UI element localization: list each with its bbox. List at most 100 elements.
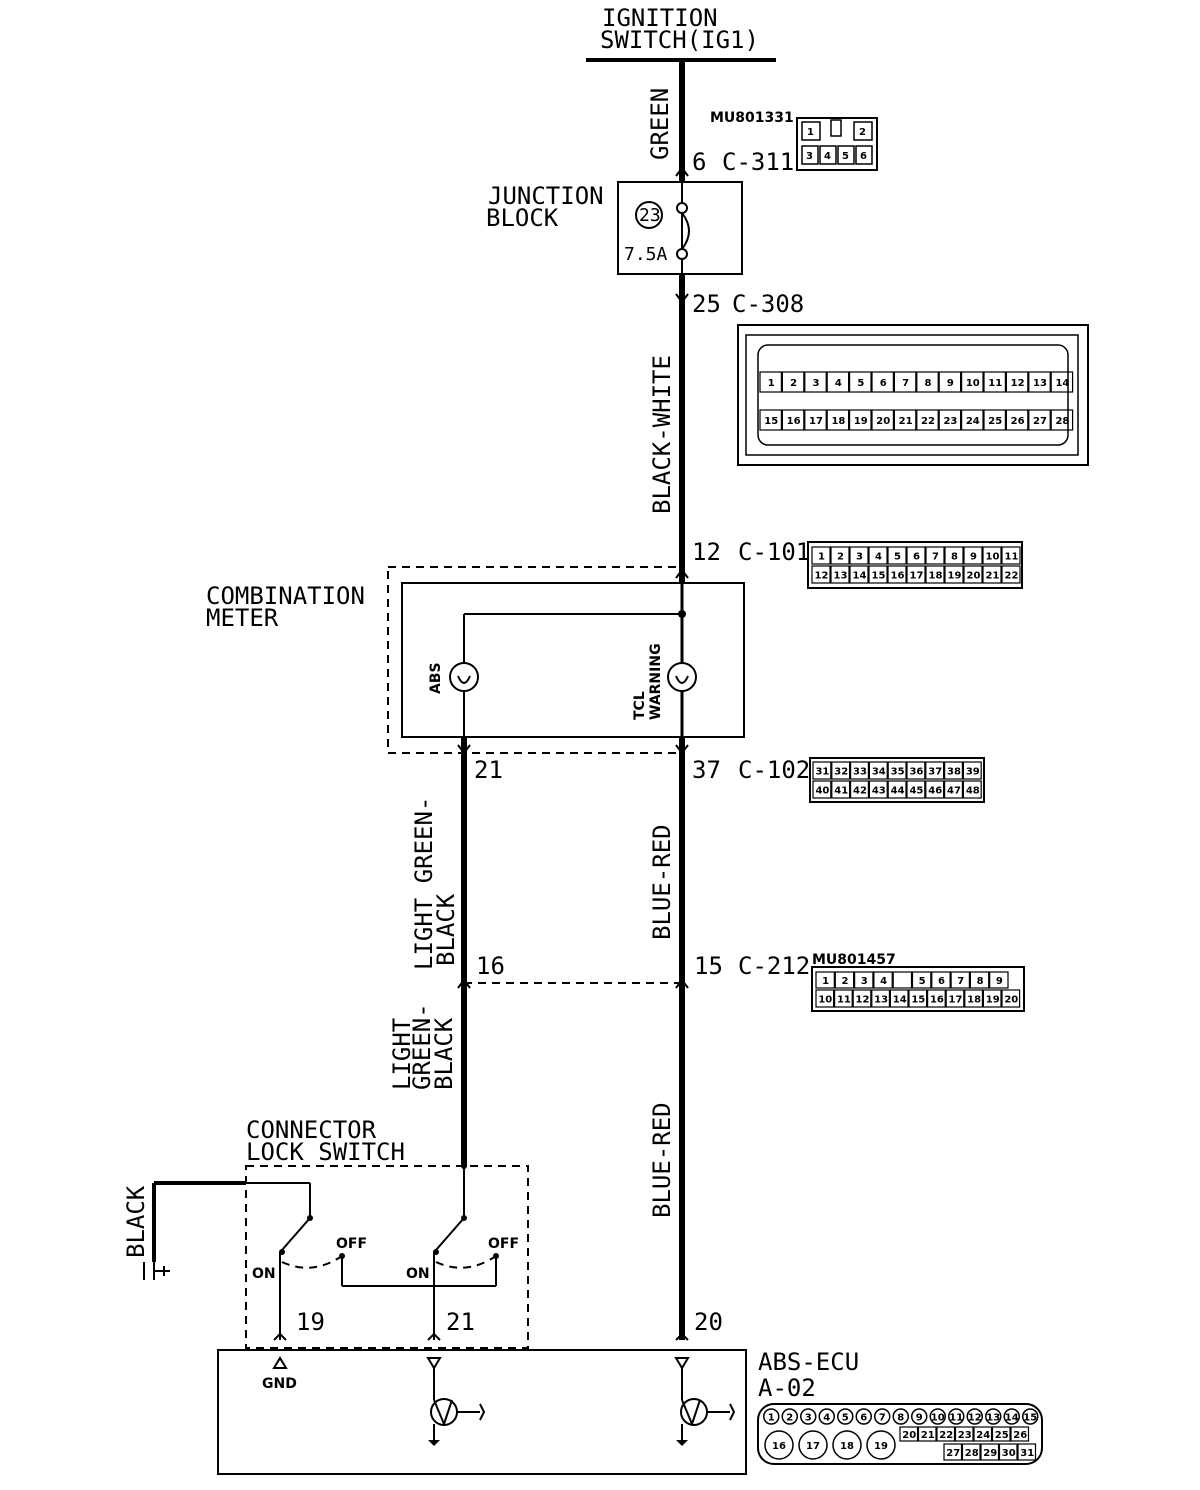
c212-pin-20: 20 xyxy=(1004,995,1018,1006)
fuse-terminal-bottom xyxy=(676,248,688,260)
c102-pin-40: 40 xyxy=(815,786,829,797)
c102-pin-32: 32 xyxy=(834,767,848,778)
a02-pin-14: 14 xyxy=(1005,1413,1019,1424)
c212-pin-9: 9 xyxy=(996,976,1003,987)
c101-pin-9: 9 xyxy=(970,552,977,563)
c308-pin-25: 25 xyxy=(988,416,1002,427)
c308-pin-24: 24 xyxy=(966,416,980,427)
c212-pin-4: 4 xyxy=(880,976,887,987)
wire-label-blue-red-upper: BLUE-RED xyxy=(648,824,676,940)
fuse-number: 23 xyxy=(639,205,661,226)
a02-pin-20: 20 xyxy=(902,1430,916,1441)
c102-pin-42: 42 xyxy=(853,786,867,797)
c101-pin: 12 xyxy=(692,538,721,566)
junction-block-label-line1: JUNCTION xyxy=(488,182,604,210)
a02-pin-17: 17 xyxy=(806,1441,820,1452)
a02-pin-11: 11 xyxy=(949,1413,963,1424)
a02-pin-6: 6 xyxy=(860,1413,867,1424)
lock-switch-label-line1: CONNECTOR xyxy=(246,1116,377,1144)
fuse-number-circle xyxy=(635,201,663,229)
c212-pin-14: 14 xyxy=(893,995,907,1006)
c308-pin-23: 23 xyxy=(943,416,957,427)
connector-arrow-c101 xyxy=(675,568,689,579)
c101-pin-18: 18 xyxy=(929,571,943,582)
switch2-off-label: OFF xyxy=(488,1236,519,1252)
c308-pin-8: 8 xyxy=(925,378,932,389)
c212-pin-6: 6 xyxy=(938,976,945,987)
c212-pin-5: 5 xyxy=(919,976,926,987)
c308-pin-20: 20 xyxy=(876,416,890,427)
c212-part-number: MU801457 xyxy=(812,952,896,968)
c101-pin-20: 20 xyxy=(967,571,981,582)
c308-pin-3: 3 xyxy=(813,378,820,389)
c101-pin-1: 1 xyxy=(818,552,825,563)
c101-pin-15: 15 xyxy=(872,571,886,582)
c102-left-pin: 21 xyxy=(474,756,503,784)
c102-pin-43: 43 xyxy=(872,786,886,797)
switch2-on-label: ON xyxy=(406,1266,430,1282)
c311-part-number: MU801331 xyxy=(710,110,794,126)
meter-junction-dot xyxy=(678,610,686,618)
c308-pin-21: 21 xyxy=(899,416,913,427)
c101-pin-10: 10 xyxy=(986,552,1000,563)
lock-switch-label-line2: LOCK SWITCH xyxy=(246,1138,405,1166)
wire-label-blue-red-lower: BLUE-RED xyxy=(648,1102,676,1218)
c308-pin-16: 16 xyxy=(787,416,801,427)
a02-pin-5: 5 xyxy=(842,1413,849,1424)
c101-pin-11: 11 xyxy=(1005,552,1019,563)
abs-ecu-label-line1: ABS-ECU xyxy=(758,1348,859,1376)
c102-pin-35: 35 xyxy=(891,767,905,778)
c308-pin-7: 7 xyxy=(902,378,909,389)
abs-ecu-input-circuit-1 xyxy=(426,1357,486,1446)
c308-pin-14: 14 xyxy=(1055,378,1069,389)
c212-pin-1: 1 xyxy=(822,976,829,987)
c308-pin-22: 22 xyxy=(921,416,935,427)
c212-pin-11: 11 xyxy=(837,995,851,1006)
c308-pin-15: 15 xyxy=(764,416,778,427)
c102-pin-36: 36 xyxy=(909,767,923,778)
lock-switch-2-icon xyxy=(433,1166,499,1340)
c212-pin-13: 13 xyxy=(874,995,888,1006)
a02-pin-31: 31 xyxy=(1020,1448,1034,1459)
combination-meter-outline xyxy=(387,566,685,754)
c308-id: C-308 xyxy=(732,290,804,318)
c308-pin-6: 6 xyxy=(880,378,887,389)
a02-pin-23: 23 xyxy=(958,1430,972,1441)
c212-pin-7: 7 xyxy=(957,976,964,987)
c102-pin-33: 33 xyxy=(853,767,867,778)
c212-pin-10: 10 xyxy=(818,995,832,1006)
c102-pin-39: 39 xyxy=(966,767,980,778)
c101-pin-8: 8 xyxy=(951,552,958,563)
a02-pin-27: 27 xyxy=(946,1448,960,1459)
tcl-lamp-label-line2: WARNING xyxy=(648,643,664,720)
c308-pin-4: 4 xyxy=(835,378,842,389)
a02-pin-21: 21 xyxy=(921,1430,935,1441)
abs-ecu-label-line2: A-02 xyxy=(758,1374,816,1402)
c308-pin-19: 19 xyxy=(854,416,868,427)
lock-switch-outline xyxy=(245,1165,529,1349)
c102-id: C-102 xyxy=(738,756,810,784)
fuse-icon xyxy=(681,212,690,250)
c102-pin-48: 48 xyxy=(966,786,980,797)
a02-pin-22: 22 xyxy=(939,1430,953,1441)
a02-pin-1: 1 xyxy=(768,1413,775,1424)
c102-pin-38: 38 xyxy=(947,767,961,778)
c212-pin-3: 3 xyxy=(861,976,868,987)
c311-pin-1: 1 xyxy=(807,127,814,138)
a02-pin-8: 8 xyxy=(897,1413,904,1424)
abs-lamp-label: ABS xyxy=(428,662,444,694)
a02-pin-15: 15 xyxy=(1023,1413,1037,1424)
abs-ecu-pin: 20 xyxy=(694,1308,723,1336)
c308-pin-9: 9 xyxy=(947,378,954,389)
switch1-on-label: ON xyxy=(252,1266,276,1282)
tcl-lamp-label-line1: TCL xyxy=(632,691,648,720)
combination-meter-label-line2: METER xyxy=(206,604,279,632)
c212-pin: 15 xyxy=(694,952,723,980)
c311-pin: 6 xyxy=(692,148,706,176)
abs-ecu-box xyxy=(217,1349,747,1475)
c212-left-pin: 16 xyxy=(476,952,505,980)
fuse-terminal-top xyxy=(676,202,688,214)
